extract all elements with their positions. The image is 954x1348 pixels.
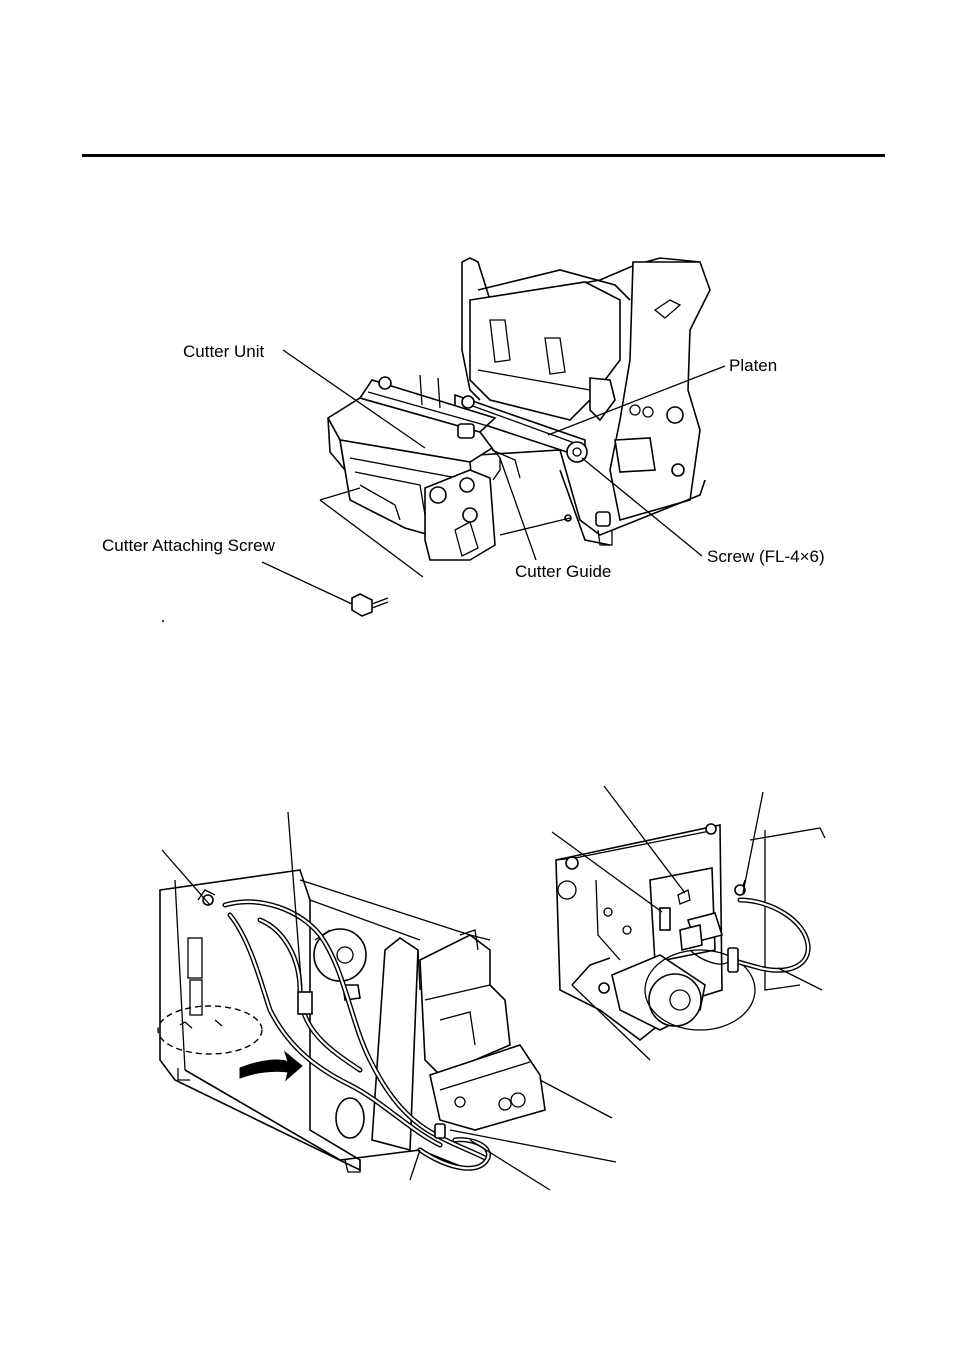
connector-detail-drawing xyxy=(555,823,826,1042)
assembly-guide-lines xyxy=(319,374,571,578)
printer-mechanism-drawing xyxy=(454,257,711,546)
figure1-leader-lines xyxy=(261,349,726,605)
header-rule xyxy=(82,154,885,157)
connector-leader-lines xyxy=(551,785,823,1061)
label-cutter-attaching-screw: Cutter Attaching Screw xyxy=(102,536,276,555)
label-cutter-unit: Cutter Unit xyxy=(183,342,265,361)
label-platen: Platen xyxy=(729,356,777,375)
harness-leader-lines xyxy=(161,811,617,1191)
label-cutter-guide: Cutter Guide xyxy=(515,562,611,581)
label-screw: Screw (FL-4×6) xyxy=(707,547,825,566)
cutter-unit-drawing xyxy=(326,376,521,561)
harness-routing-drawing xyxy=(157,869,546,1173)
cutter-attaching-screw-drawing xyxy=(351,593,389,617)
stray-dot xyxy=(162,620,164,622)
